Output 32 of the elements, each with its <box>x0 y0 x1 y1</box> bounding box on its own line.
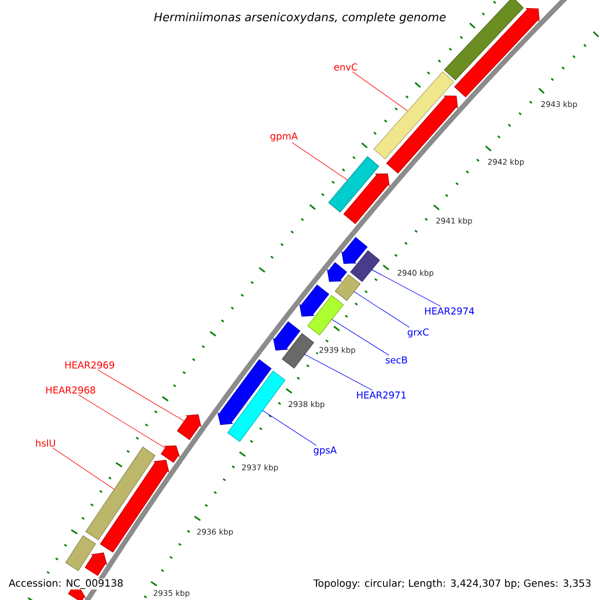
gene-label: HEAR2971 <box>357 391 406 399</box>
gene-segment <box>334 274 361 301</box>
gene-label: gpmA <box>270 132 298 142</box>
gene-label: gpsA <box>314 446 337 456</box>
leader-line <box>97 370 185 422</box>
leader-line <box>292 142 348 180</box>
gene-label: HEAR2974 <box>425 307 474 315</box>
gene-label: secB <box>386 356 408 364</box>
gene-segment <box>160 445 180 463</box>
gene-label: HEAR2969 <box>65 361 114 369</box>
leader-line <box>304 354 373 390</box>
gene-label: grxC <box>408 328 429 338</box>
leader-line <box>332 319 390 356</box>
gene-segment <box>227 370 286 442</box>
gene-segment <box>272 321 300 351</box>
leader-line <box>262 410 317 446</box>
gene-segment <box>373 71 454 160</box>
gene-segment <box>65 535 96 572</box>
gene-segment <box>454 8 540 98</box>
gene-label: hslU <box>36 439 55 447</box>
gene-segment <box>85 446 156 540</box>
leader-line <box>354 291 410 328</box>
footer-text: Accession: NC_009138 <box>8 578 124 590</box>
leader-line <box>352 72 408 112</box>
leader-line <box>52 448 114 490</box>
leader-line <box>372 269 441 306</box>
footer-text: Topology: circular; Length: 3,424,307 bp; Genes: 3,353 <box>312 578 592 590</box>
title: Herminiimonas arsenicoxydans, complete genome <box>152 11 448 25</box>
gene-label: HEAR2968 <box>46 386 96 394</box>
gene-label: envC <box>334 63 358 71</box>
leader-line <box>78 394 166 448</box>
gene-segment <box>350 250 380 282</box>
